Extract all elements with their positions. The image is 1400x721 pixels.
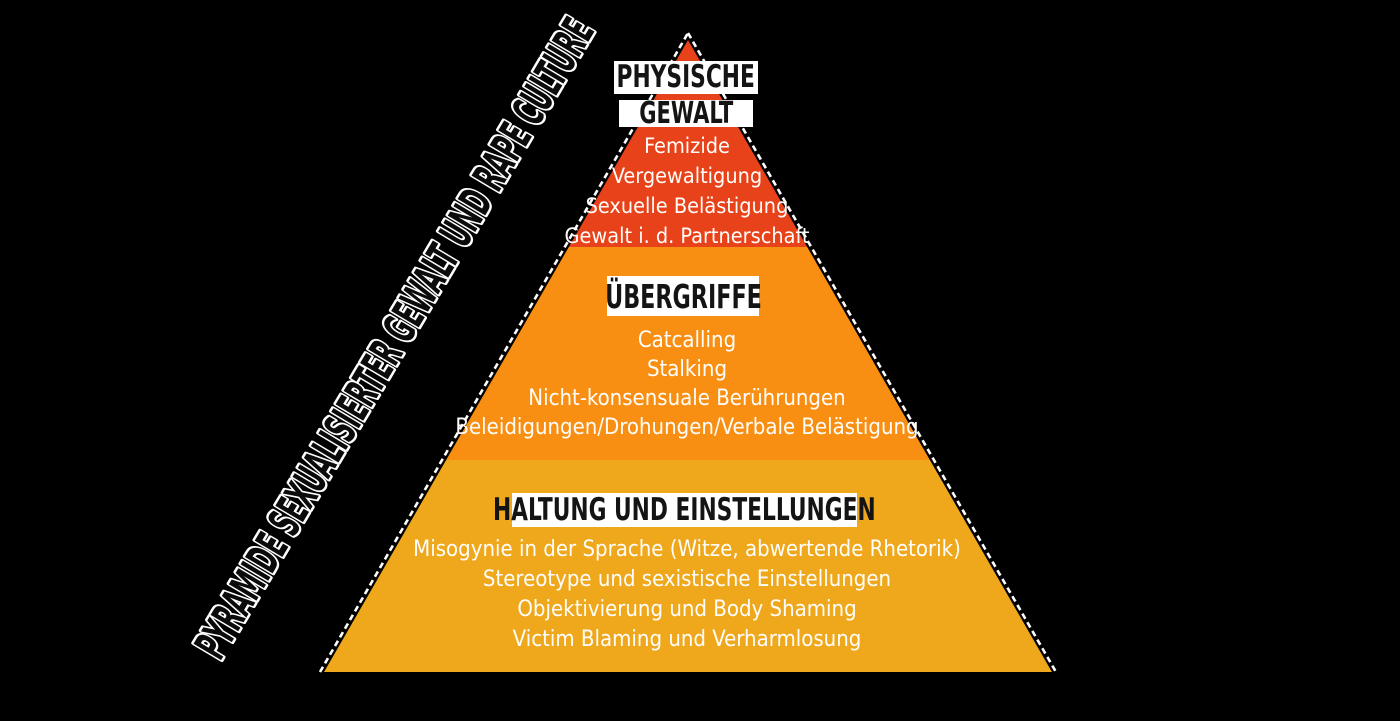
level-item: Vergewaltigung <box>611 164 763 189</box>
level-label-box-gewalt: GEWALT <box>619 95 753 131</box>
level-item: Stalking <box>646 357 728 382</box>
level-items-haltung: Misogynie in der Sprache (Witze, abwerte… <box>413 535 961 655</box>
level-items-uebergriffe: Catcalling Stalking Nicht-konsensuale Be… <box>455 326 918 442</box>
level-item: Sexuelle Belästigung <box>585 194 789 219</box>
level-item: Stereotype und sexistische Einstellungen <box>482 567 892 592</box>
pyramid-section-haltung <box>320 460 1056 672</box>
level-label-gewalt: GEWALT <box>638 95 734 131</box>
level-label-box-haltung: HALTUNG UND EINSTELLUNGEN <box>493 493 876 527</box>
level-item: Femizide <box>644 134 730 159</box>
level-item: Nicht-konsensuale Berührungen <box>528 386 846 411</box>
pyramid-section-uebergriffe <box>442 247 934 460</box>
level-label-haltung: HALTUNG UND EINSTELLUNGEN <box>493 491 876 528</box>
level-label-physische: PHYSISCHE <box>616 59 756 95</box>
level-label-uebergriffe: ÜBERGRIFFE <box>604 276 762 316</box>
level-item: Objektivierung und Body Shaming <box>517 597 857 622</box>
level-item: Misogynie in der Sprache (Witze, abwerte… <box>413 537 961 562</box>
pyramid-right-edge-stitching <box>686 32 1058 673</box>
level-item: Gewalt i. d. Partnerschaft <box>564 224 810 249</box>
pyramid-left-edge-stitching <box>318 32 690 673</box>
level-label-box-physische: PHYSISCHE <box>614 61 758 94</box>
level-items-physische-gewalt: Femizide Vergewaltigung Sexuelle Belästi… <box>565 132 810 252</box>
level-label-box-uebergriffe: ÜBERGRIFFE <box>604 276 762 316</box>
pyramid-section-physische-gewalt <box>564 33 812 247</box>
level-item: Catcalling <box>637 328 737 353</box>
level-item: Victim Blaming und Verharmlosung <box>512 627 862 652</box>
level-item: Beleidigungen/Drohungen/Verbale Belästig… <box>455 415 919 440</box>
